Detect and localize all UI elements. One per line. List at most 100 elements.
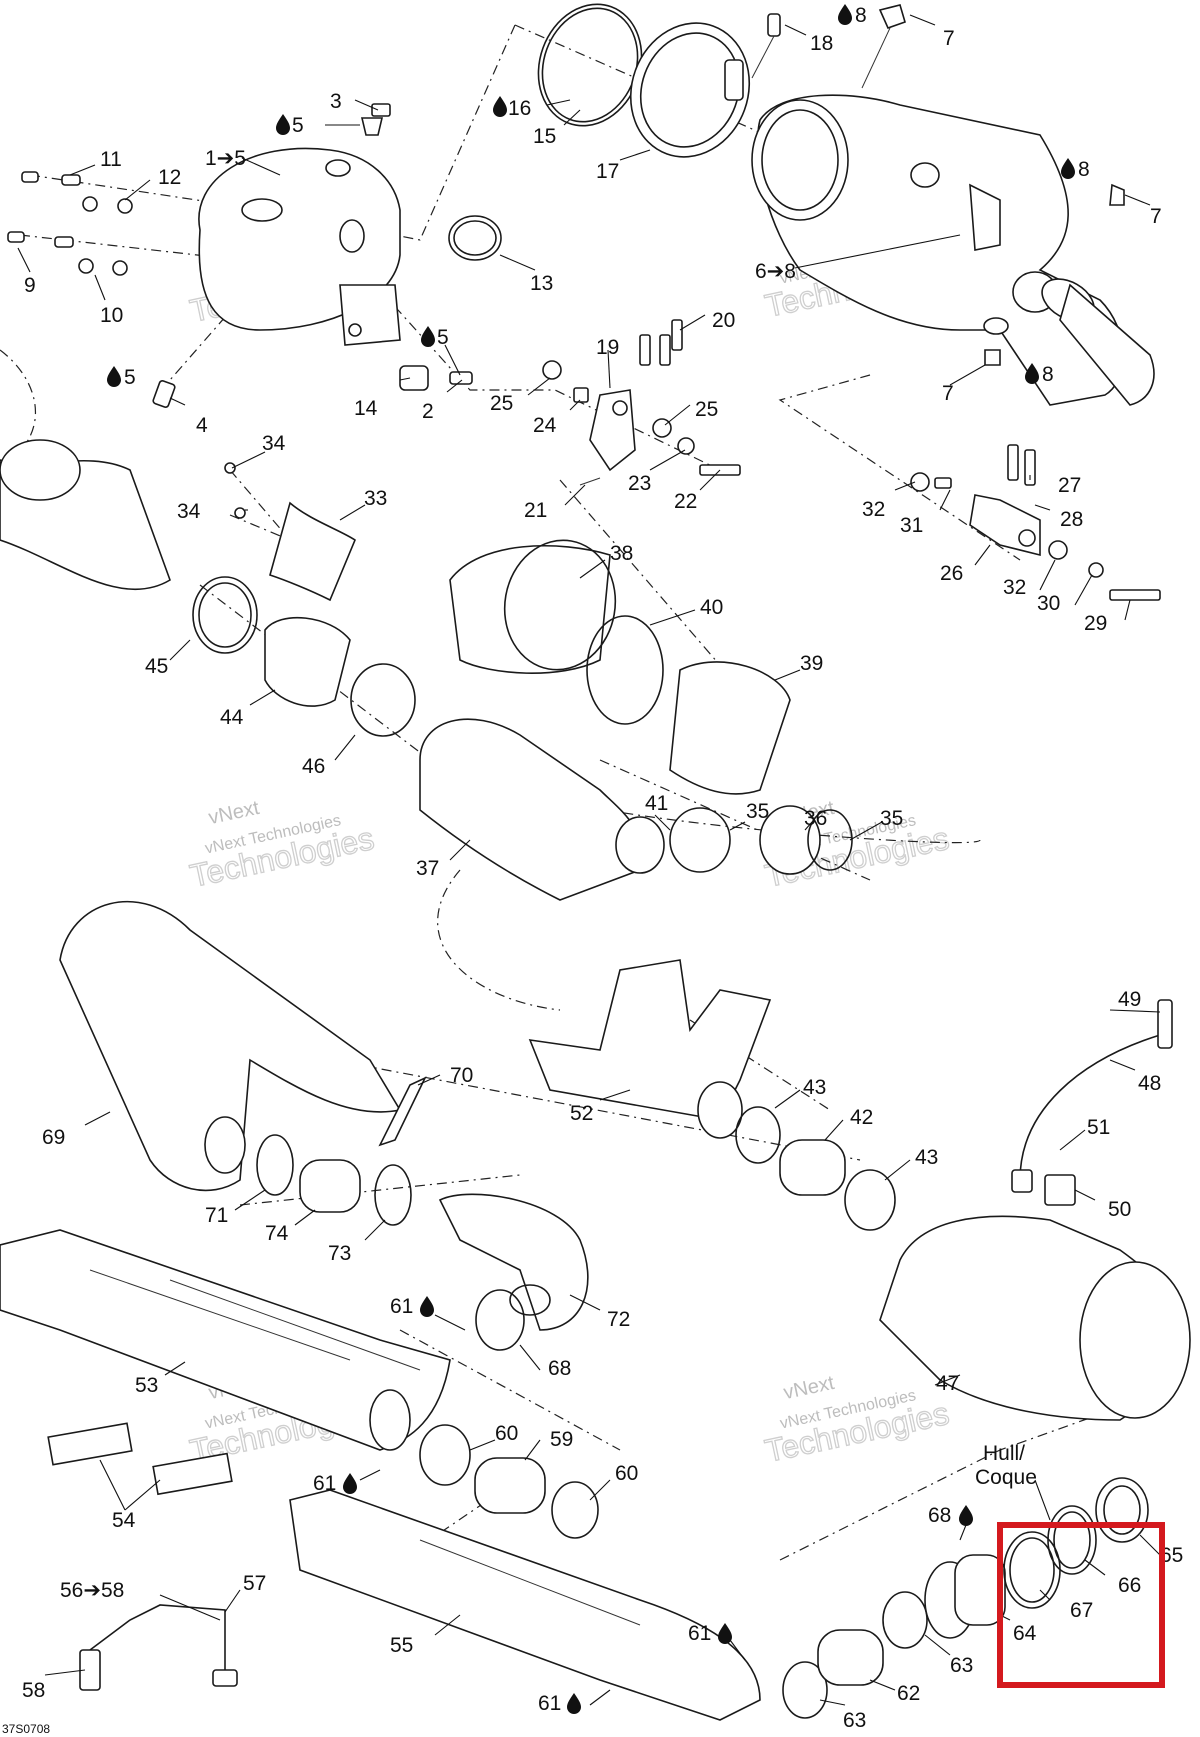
callout-51: 51 [1087, 1116, 1110, 1139]
callout-54: 54 [112, 1509, 136, 1532]
callout-46: 46 [302, 755, 325, 778]
callout-68a: 68 [548, 1357, 571, 1380]
part-52-manifold [528, 959, 772, 1139]
svg-text:61: 61 [313, 1472, 336, 1495]
callout-34a: 34 [262, 432, 286, 455]
callout-47: 47 [936, 1372, 959, 1395]
callout-8c: 8 [1025, 363, 1054, 386]
callout-30: 30 [1037, 592, 1060, 615]
callout-5c: 5 [107, 366, 136, 389]
svg-text:8: 8 [855, 4, 867, 27]
svg-text:68: 68 [928, 1504, 951, 1527]
oil-drop-icon [838, 4, 852, 25]
part-26-bracket [910, 444, 1161, 601]
callout-4: 4 [196, 414, 208, 437]
part-43-clamp [735, 1106, 896, 1231]
oil-drop-icon [493, 96, 507, 117]
part-37-muffler [419, 718, 665, 901]
callout-10: 10 [100, 304, 123, 327]
callout-61d: 61 [538, 1692, 581, 1715]
callout-5a: 5 [276, 114, 304, 137]
part-66-gasket [1047, 1505, 1097, 1575]
part-47-muffler [879, 1215, 1191, 1421]
part-56-bracket [79, 1604, 238, 1691]
callout-73: 73 [328, 1242, 351, 1265]
callout-63a: 63 [950, 1654, 973, 1677]
callout-60b: 60 [615, 1462, 638, 1485]
callout-58: 58 [22, 1679, 45, 1702]
callout-13: 13 [530, 272, 553, 295]
callout-41: 41 [645, 792, 668, 815]
diagram-code: 37S0708 [2, 1722, 50, 1736]
part-7-fittings [861, 4, 1125, 366]
part-19-bracket [579, 319, 741, 486]
callout-11: 11 [100, 148, 122, 171]
callout-32a: 32 [862, 498, 885, 521]
callout-49: 49 [1118, 988, 1141, 1011]
callout-52: 52 [570, 1102, 593, 1125]
oil-drop-icon [420, 1296, 434, 1317]
callout-9: 9 [24, 274, 36, 297]
callout-39: 39 [800, 652, 823, 675]
part-73-clamp [374, 1164, 412, 1226]
callout-7c: 7 [942, 382, 954, 405]
oil-drop-icon [1025, 363, 1039, 384]
callout-61c: 61 [688, 1622, 732, 1645]
svg-text:5: 5 [124, 366, 136, 389]
part-41-clamp [669, 807, 731, 873]
callout-12: 12 [158, 166, 181, 189]
part-39-cap [669, 661, 791, 795]
callout-70: 70 [450, 1064, 473, 1087]
callout-35b: 35 [880, 807, 903, 830]
svg-text:61: 61 [390, 1295, 413, 1318]
part-38-shell [449, 539, 617, 674]
callout-19: 19 [596, 336, 619, 359]
oil-drop-icon [1061, 158, 1075, 179]
callout-7a: 7 [943, 27, 955, 50]
svg-text:61: 61 [538, 1692, 561, 1715]
callout-69: 69 [42, 1126, 65, 1149]
callout-62: 62 [897, 1682, 920, 1705]
part-6-manifold-right [751, 94, 1155, 406]
svg-text:16: 16 [508, 97, 531, 120]
callout-44: 44 [220, 706, 244, 729]
callout-25a: 25 [490, 392, 513, 415]
part-18-bolt [751, 13, 781, 79]
callout-27: 27 [1058, 474, 1081, 497]
part-72-elbow [438, 1193, 589, 1331]
callout-8a: 8 [838, 4, 867, 27]
hull-label-line2: Coque [975, 1466, 1037, 1489]
part-14-spacer [399, 360, 589, 403]
oil-drop-icon [421, 326, 435, 347]
callout-31: 31 [900, 514, 923, 537]
callout-16: 16 [493, 96, 531, 120]
part-1-manifold [198, 147, 401, 346]
part-59-sleeve [474, 1457, 546, 1514]
part-65-nut [1095, 1477, 1149, 1543]
callout-55: 55 [390, 1634, 413, 1657]
part-60-clamps [419, 1424, 599, 1539]
watermark-mid-left: vNext vNext Technologies Technologies [186, 797, 377, 895]
callout-50: 50 [1108, 1198, 1131, 1221]
part-53-pipes [0, 1229, 451, 1451]
callout-64: 64 [1013, 1622, 1037, 1645]
callout-60a: 60 [495, 1422, 518, 1445]
callout-3: 3 [330, 90, 342, 113]
svg-text:8: 8 [1042, 363, 1054, 386]
engine-outline [0, 349, 171, 591]
part-44-bellows [264, 616, 351, 707]
callout-38: 38 [610, 542, 633, 565]
callout-6-8: 6➔8 [755, 260, 796, 283]
svg-text:vNext: vNext [782, 1372, 837, 1404]
oil-drop-icon [276, 114, 290, 135]
callout-66: 66 [1118, 1574, 1141, 1597]
part-64-outlet [924, 1554, 1006, 1639]
oil-drop-icon [343, 1473, 357, 1494]
part-68-clamp [475, 1289, 525, 1351]
callout-67: 67 [1070, 1599, 1093, 1622]
callout-2: 2 [422, 400, 434, 423]
part-48-strap [1011, 999, 1173, 1206]
part-13-gasket [448, 215, 502, 261]
callout-48: 48 [1138, 1072, 1161, 1095]
